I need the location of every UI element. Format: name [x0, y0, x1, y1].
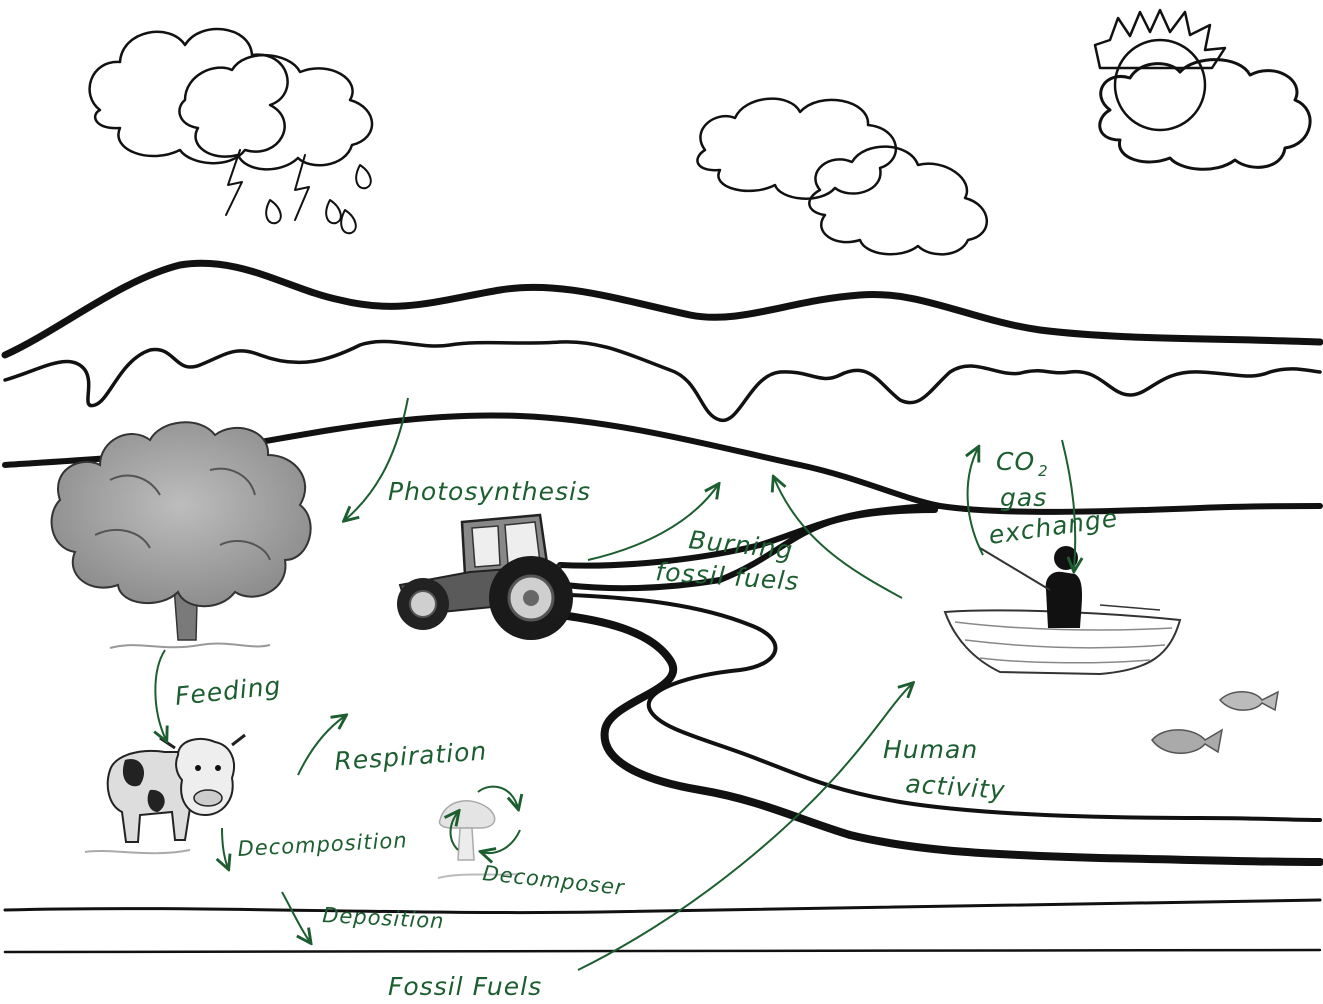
- cloud-icon: [696, 97, 988, 256]
- human-activity-upward-arrow: [774, 478, 903, 599]
- respiration-label: Respiration: [333, 736, 488, 776]
- deposition-label: Deposition: [322, 903, 445, 933]
- cow-icon: [84, 733, 246, 855]
- co2-gas-exchange-arrow-up: [968, 448, 984, 556]
- photosynthesis-label: Photosynthesis: [388, 477, 591, 506]
- fishing-boat-icon: [943, 546, 1182, 676]
- co2-text: CO: [996, 447, 1035, 476]
- respiration-arrow: [297, 716, 345, 776]
- decomposer-label: Decomposer: [481, 861, 626, 900]
- burning-fossil-fuels-arrow: [587, 485, 718, 561]
- co2-gas-exchange-arrow-down: [1061, 439, 1075, 570]
- photosynthesis-arrow: [345, 397, 409, 520]
- decomposer-cycle-arrow-3: [451, 812, 459, 851]
- decomposer-cycle-arrow-1: [477, 785, 518, 808]
- decomposer-cycle-arrow-2: [482, 829, 521, 853]
- tree-icon: [50, 421, 312, 649]
- feeding-label: Feeding: [174, 671, 283, 711]
- sun-icon: [1093, 8, 1227, 132]
- gas-label: gas: [1000, 483, 1047, 512]
- human-activity-arrow: [577, 684, 912, 971]
- feeding-arrow: [155, 649, 166, 740]
- decomposition-label: Decomposition: [237, 828, 408, 861]
- mountain-range: [1, 259, 1323, 422]
- storm-cloud-icon: [88, 27, 374, 235]
- decomposition-arrow: [222, 827, 228, 868]
- human-label: Human: [883, 735, 978, 764]
- co2-subscript: 2: [1038, 462, 1049, 480]
- tractor-icon: [397, 513, 573, 640]
- fossil-fuels-label: Fossil Fuels: [388, 972, 542, 1001]
- deposition-arrow: [281, 891, 310, 942]
- fish-icon: [1151, 690, 1279, 754]
- annotation-arrows: [155, 397, 1075, 971]
- cloud-icon: [1098, 58, 1312, 171]
- river: [556, 593, 1323, 866]
- activity-label: activity: [905, 769, 1007, 805]
